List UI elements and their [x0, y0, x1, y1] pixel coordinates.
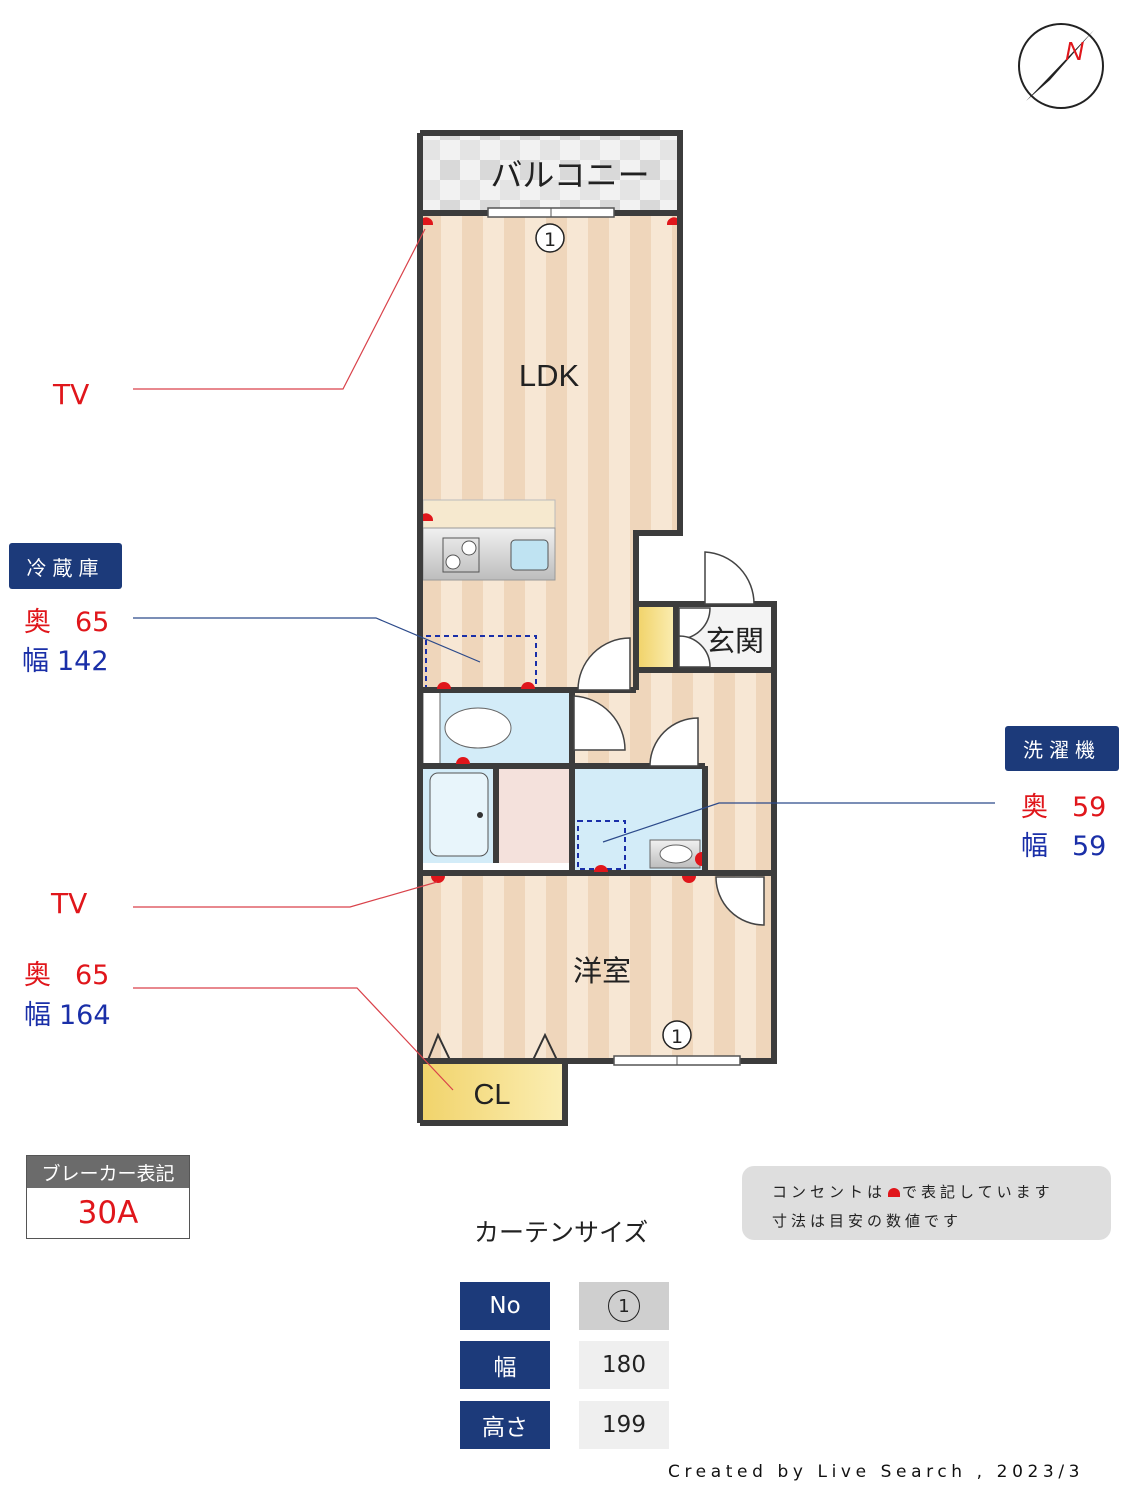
window-number-mark	[662, 1020, 692, 1050]
curtain-header-no: No	[460, 1282, 550, 1330]
curtain-header-height: 高さ	[460, 1401, 550, 1449]
note-line-2: 寸法は目安の数値です	[772, 1212, 963, 1230]
balcony-floor	[420, 133, 680, 213]
closet-floor	[420, 1061, 565, 1123]
leader-line-closet	[133, 987, 454, 1091]
vanity-area	[496, 766, 570, 863]
room-label-entrance: 玄関	[706, 624, 764, 658]
curtain-value-width: 180	[579, 1341, 669, 1389]
leader-line-tv-western	[133, 881, 438, 908]
walls	[417, 130, 777, 1126]
window-number-mark	[535, 223, 565, 253]
curtain-value-height: 199	[579, 1401, 669, 1449]
doors	[573, 551, 765, 926]
outlet-icons	[423, 217, 702, 883]
western-room-floor	[420, 873, 774, 1061]
room-label-western: 洋室	[573, 954, 631, 988]
washer-tag: 洗濯機	[1005, 726, 1119, 771]
room-label-balcony: バルコニー	[490, 156, 649, 194]
tv-label-western: TV	[51, 887, 88, 920]
shoe-closet	[638, 604, 676, 670]
room-label-ldk: LDK	[519, 358, 580, 393]
breaker-title: ブレーカー表記	[27, 1156, 189, 1188]
curtain-header-width: 幅	[460, 1341, 550, 1389]
leader-line-fridge	[133, 617, 481, 663]
leader-line-washer	[602, 802, 995, 843]
window-number-western: 1	[671, 1026, 683, 1048]
legend-note: コンセントはで表記しています 寸法は目安の数値です	[742, 1166, 1111, 1240]
curtain-title: カーテンサイズ	[474, 1218, 649, 1247]
compass-icon: N	[1018, 23, 1104, 109]
window-number-ldk: 1	[544, 229, 556, 251]
svg-text:N: N	[1065, 36, 1084, 66]
note-line-1: コンセントはで表記しています	[772, 1183, 1054, 1201]
breaker-box: ブレーカー表記 30A	[26, 1155, 190, 1239]
credit-line: Created by Live Search , 2023/3	[668, 1462, 1085, 1482]
curtain-value-no: 1	[579, 1282, 669, 1330]
breaker-value: 30A	[77, 1195, 139, 1231]
tv-label-ldk: TV	[53, 378, 90, 411]
fridge-tag: 冷蔵庫	[9, 543, 122, 589]
room-label-closet: CL	[473, 1079, 510, 1111]
outlet-icon	[888, 1188, 901, 1197]
leader-line-tv-ldk	[133, 228, 426, 390]
